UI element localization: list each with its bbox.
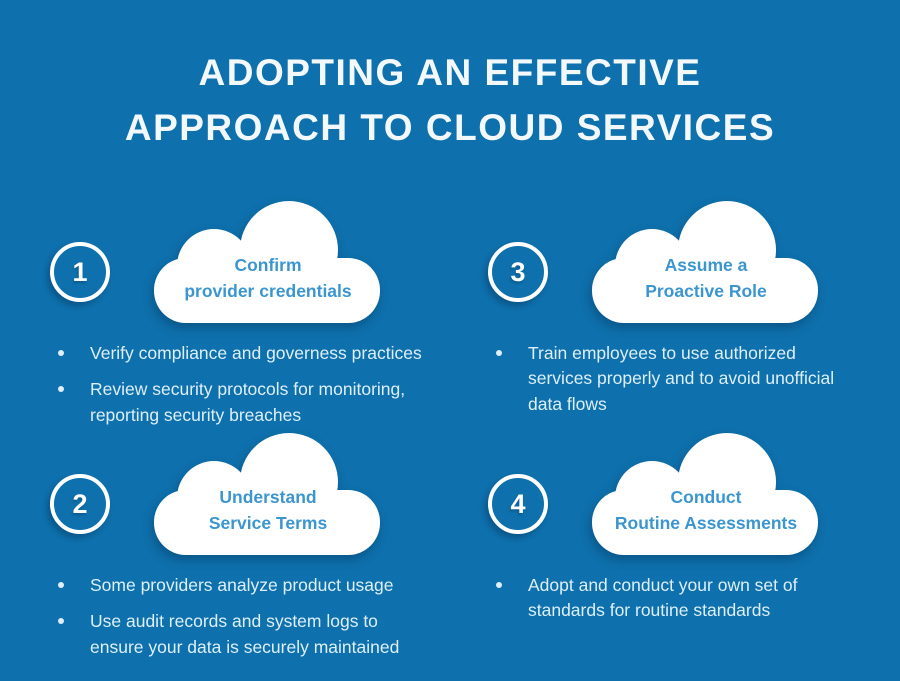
step-1-section: 1 Confirm provider credentials Verify co… xyxy=(38,200,470,439)
step-2-section: 2 Understand Service Terms Some provider… xyxy=(38,432,470,671)
list-item: Review security protocols for monitoring… xyxy=(58,377,470,428)
step-2-header: 2 Understand Service Terms xyxy=(38,432,470,557)
step-3-bullet-list: Train employees to use authorized servic… xyxy=(476,341,900,417)
step-3-cloud: Assume a Proactive Role xyxy=(590,200,822,325)
step-2-cloud: Understand Service Terms xyxy=(152,432,384,557)
list-item: Use audit records and system logs to ens… xyxy=(58,609,470,660)
bullet-text: Some providers analyze product usage xyxy=(90,575,394,595)
step-2-cloud-label: Understand Service Terms xyxy=(208,487,328,534)
step-4-header: 4 Conduct Routine Assessments xyxy=(476,432,900,557)
step-4-cloud-label: Conduct Routine Assessments xyxy=(614,487,798,534)
bullet-text: Adopt and conduct your own set of standa… xyxy=(528,575,798,621)
cloud-icon xyxy=(592,433,818,555)
step-1-cloud-label: Confirm provider credentials xyxy=(184,255,352,302)
step-2-bullet-list: Some providers analyze product usage Use… xyxy=(38,573,470,660)
step-3-number-badge: 3 xyxy=(488,242,548,302)
list-item: Adopt and conduct your own set of standa… xyxy=(496,573,900,624)
bullet-text: Use audit records and system logs to ens… xyxy=(90,611,400,657)
bullet-dot xyxy=(58,350,64,356)
bullet-text: Verify compliance and governess practice… xyxy=(90,343,422,363)
step-3-header: 3 Assume a Proactive Role xyxy=(476,200,900,325)
step-1-header: 1 Confirm provider credentials xyxy=(38,200,470,325)
page-title: ADOPTING AN EFFECTIVE APPROACH TO CLOUD … xyxy=(124,52,776,148)
step-3-cloud-label: Assume a Proactive Role xyxy=(645,255,767,302)
list-item: Some providers analyze product usage xyxy=(58,573,470,598)
step-1-number-badge: 1 xyxy=(50,242,110,302)
bullet-dot xyxy=(58,618,64,625)
step-4-number-badge: 4 xyxy=(488,474,548,534)
bullet-dot xyxy=(496,350,502,356)
list-item: Train employees to use authorized servic… xyxy=(496,341,900,417)
step-3-section: 3 Assume a Proactive Role Train employee… xyxy=(476,200,900,428)
bullet-dot xyxy=(58,386,64,393)
bullet-text: Review security protocols for monitoring… xyxy=(90,379,406,425)
step-4-section: 4 Conduct Routine Assessments Adopt and … xyxy=(476,432,900,635)
step-1-cloud: Confirm provider credentials xyxy=(152,200,384,325)
bullet-dot xyxy=(58,582,64,588)
step-2-number-badge: 2 xyxy=(50,474,110,534)
list-item: Verify compliance and governess practice… xyxy=(58,341,470,366)
cloud-icon xyxy=(154,433,380,555)
bullet-dot xyxy=(496,582,502,588)
bullet-text: Train employees to use authorized servic… xyxy=(528,343,835,414)
step-4-cloud: Conduct Routine Assessments xyxy=(590,432,822,557)
step-4-bullet-list: Adopt and conduct your own set of standa… xyxy=(476,573,900,624)
step-1-bullet-list: Verify compliance and governess practice… xyxy=(38,341,470,428)
cloud-icon xyxy=(592,201,818,323)
cloud-icon xyxy=(154,201,380,323)
